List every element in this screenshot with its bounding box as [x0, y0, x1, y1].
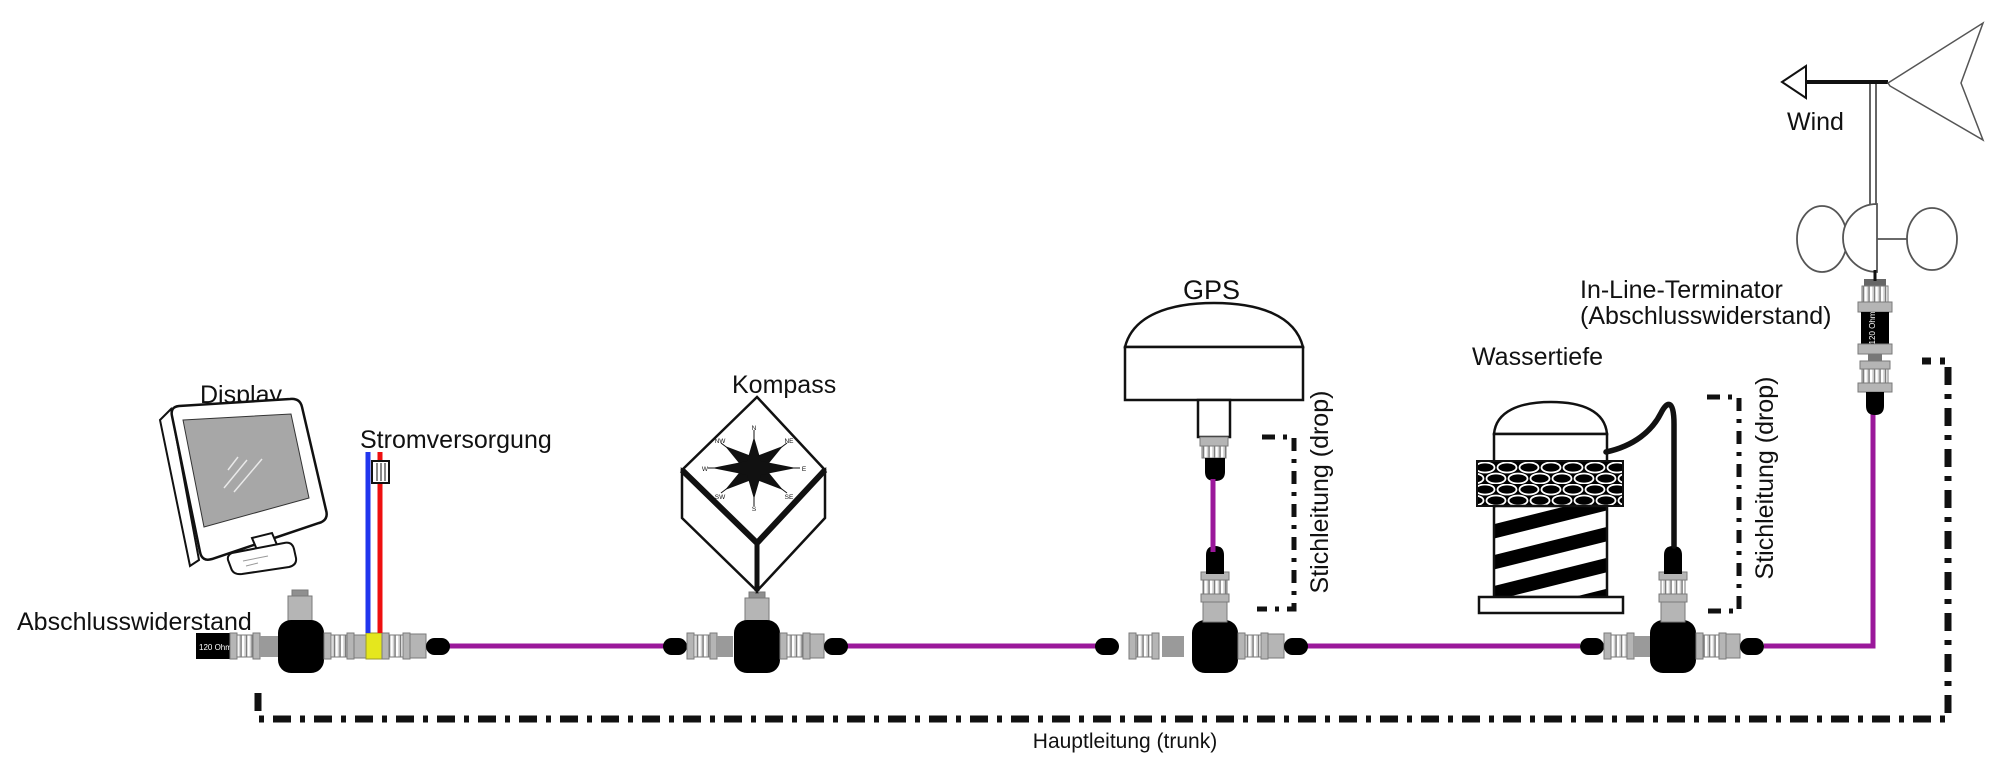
- rose-point-sw: SW: [715, 494, 726, 501]
- depth-dome: [1492, 400, 1609, 436]
- inline-120ohm-text: 120 Ohm: [1868, 311, 1877, 344]
- trunk-cable: [448, 412, 1876, 649]
- t1-cable-end: [426, 638, 450, 655]
- trunk-segment-4-riser: [1764, 412, 1876, 649]
- t-connector-gps: [1095, 546, 1308, 673]
- depth-drop-label: Stichleitung (drop): [1751, 377, 1779, 580]
- rose-point-se: SE: [785, 494, 794, 501]
- trunk-marker: Hauptleitung (trunk): [254, 357, 1952, 753]
- display-screen: [182, 413, 310, 528]
- inline-terminator-plug: [1866, 392, 1884, 415]
- wind-label: Wind: [1787, 108, 1844, 136]
- t3-cable-end-left: [1095, 638, 1119, 655]
- rose-point-w: W: [702, 466, 709, 473]
- compass-rose: N NE E SE S SW W NW: [702, 425, 807, 513]
- t2-top-stub: [744, 597, 770, 623]
- inline-terminator: In-Line-Terminator (Abschlusswiderstand)…: [1580, 276, 1893, 415]
- display-device: Display: [158, 381, 328, 576]
- t4-top-stub: [1660, 601, 1686, 623]
- rose-point-s: S: [752, 506, 757, 513]
- depth-drop-marker: Stichleitung (drop): [1701, 377, 1779, 614]
- t-connector-compass: [663, 591, 848, 673]
- t3-body: [1192, 620, 1238, 673]
- display-side-edge: [158, 406, 201, 568]
- compass-label: Kompass: [732, 371, 836, 399]
- depth-knurl-band: [1476, 460, 1624, 507]
- rose-point-n: N: [752, 425, 757, 432]
- power-tap-yellow: [365, 632, 383, 660]
- anemometer-cup-right: [1906, 207, 1958, 271]
- gps-stem: [1196, 398, 1232, 439]
- rose-point-nw: NW: [715, 438, 727, 445]
- t4-body: [1650, 620, 1696, 673]
- gps-dome: [1123, 301, 1305, 349]
- t1-body: [278, 620, 324, 673]
- compass-device: Kompass N NE E SE S SW W NW: [679, 371, 836, 595]
- gps-drop-marker: Stichleitung (drop): [1257, 391, 1334, 612]
- t4-drop-plug: [1664, 546, 1682, 574]
- left-terminator-assembly: Abschlusswiderstand 120 Ohm: [17, 608, 252, 659]
- inline-terminator-label-1: In-Line-Terminator: [1580, 276, 1783, 304]
- left-terminator-label: Abschlusswiderstand: [17, 608, 252, 636]
- power-supply: Stromversorgung: [360, 426, 552, 633]
- wind-vane-arrowhead: [1780, 64, 1807, 100]
- gps-drop-bracket: [1257, 434, 1297, 612]
- depth-label: Wassertiefe: [1472, 343, 1603, 371]
- anemometer-hub: [1842, 203, 1878, 273]
- gps-device: GPS: [1123, 275, 1305, 552]
- t2-cable-end-right: [824, 638, 848, 655]
- depth-cable: [1603, 401, 1677, 549]
- depth-base-flange: [1477, 595, 1625, 615]
- gps-plug: [1205, 458, 1225, 481]
- t3-top-stub: [1202, 601, 1228, 623]
- t3-drop-plug: [1206, 546, 1224, 574]
- depth-drop-bracket: [1701, 394, 1742, 614]
- depth-device: Wassertiefe: [1472, 343, 1677, 615]
- power-supply-label: Stromversorgung: [360, 426, 552, 454]
- rose-point-ne: NE: [784, 438, 794, 445]
- rose-point-e: E: [802, 466, 807, 473]
- trunk-label: Hauptleitung (trunk): [1033, 730, 1217, 753]
- t2-body: [734, 620, 780, 673]
- terminator-120ohm-text: 120 Ohm: [199, 643, 232, 652]
- wind-sensor: Wind: [1780, 21, 1985, 281]
- depth-striped-body: [1492, 504, 1609, 599]
- trunk-dashdot-line: [254, 357, 1952, 723]
- gps-base: [1123, 345, 1305, 402]
- t1-top-stub: [287, 595, 313, 623]
- depth-neck: [1492, 432, 1609, 464]
- t-connector-display: [229, 589, 450, 673]
- t3-cable-end-right: [1284, 638, 1308, 655]
- display-stand-base: [226, 541, 298, 576]
- t4-cable-end-right: [1740, 638, 1764, 655]
- gps-drop-label: Stichleitung (drop): [1306, 391, 1334, 594]
- t4-cable-end-left: [1580, 638, 1604, 655]
- t2-cable-end-left: [663, 638, 687, 655]
- inline-terminator-label-2: (Abschlusswiderstand): [1580, 302, 1832, 330]
- wind-mast: [1869, 84, 1877, 205]
- anemometer-cup-left: [1796, 205, 1848, 273]
- terminator-120ohm-box: [196, 633, 230, 659]
- t-connector-depth: [1580, 546, 1764, 673]
- wind-vane-fin: [1886, 21, 1985, 142]
- screen-reflection: [223, 456, 263, 493]
- gps-label: GPS: [1183, 275, 1240, 305]
- inline-120ohm-body: [1861, 312, 1889, 344]
